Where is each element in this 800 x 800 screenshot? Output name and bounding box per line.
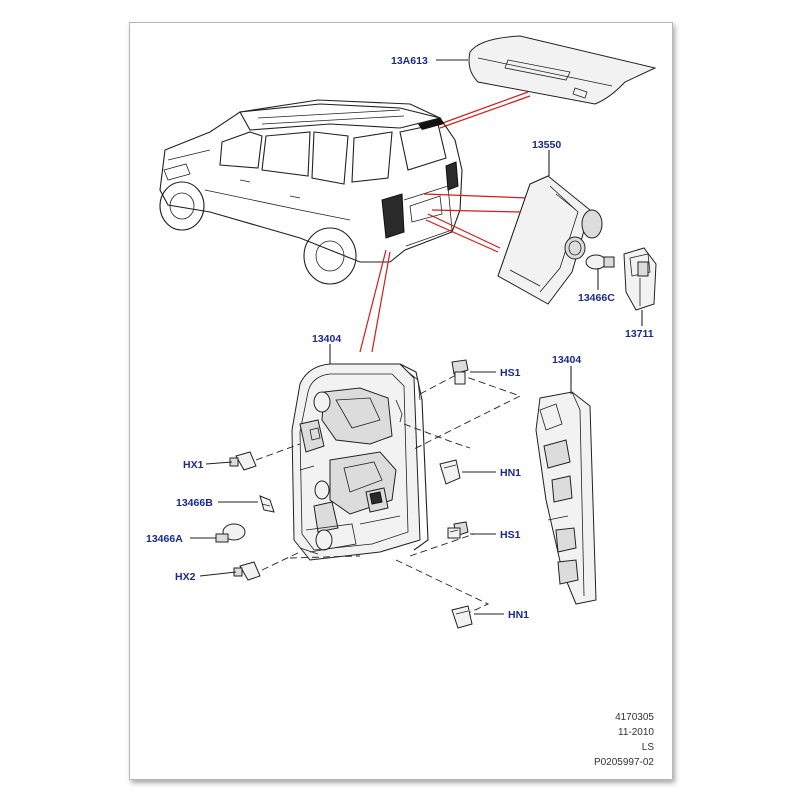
label-13466A: 13466A [146, 533, 183, 545]
label-13404-right: 13404 [552, 354, 581, 366]
label-13404-left: 13404 [312, 333, 341, 345]
callout-line-plate-c [427, 213, 501, 249]
dash-hs1-top [419, 373, 459, 395]
nut-hn1-bottom [451, 605, 473, 629]
bulb-holder-13711 [623, 247, 657, 311]
leader-hx2 [199, 571, 237, 577]
nut-hn1-mid [439, 459, 461, 485]
plate-lamp-housing [497, 175, 603, 305]
label-hn1-bottom: HN1 [508, 609, 529, 621]
footer-drawing-number: P0205997-02 [593, 757, 654, 768]
clip-hx1 [229, 451, 257, 471]
callout-line-plate-b [431, 209, 521, 213]
dash-hn1-bottom [395, 559, 490, 617]
bulb-13466A [215, 523, 246, 543]
dash-hs1-low [409, 533, 475, 557]
dash-hx2 [261, 551, 301, 571]
callout-line-plate-d [425, 219, 499, 253]
callout-line-taillamp-b [371, 251, 391, 353]
clip-hx2 [233, 561, 261, 581]
tail-lamp-assembly-side-view [535, 391, 597, 605]
footer-ref-number: 4170305 [615, 712, 654, 723]
label-hx1: HX1 [183, 459, 204, 471]
callout-line-stoplamp-a [439, 91, 529, 125]
tail-lamp-assembly-rear-view [291, 363, 429, 561]
label-13711: 13711 [625, 328, 654, 340]
high-mount-stop-lamp [468, 35, 657, 105]
dash-hn1-mid [403, 423, 471, 449]
callout-line-stoplamp-b [439, 95, 531, 129]
dash-base [289, 555, 361, 559]
leader-hx1 [205, 461, 233, 465]
screw-hs1-top [451, 359, 469, 385]
label-hs1-low: HS1 [500, 529, 521, 541]
footer-date: 11-2010 [618, 727, 654, 738]
callout-line-plate-a [423, 193, 529, 199]
screw-hs1-low [447, 521, 469, 539]
callout-line-taillamp-a [359, 249, 387, 353]
label-13466C: 13466C [578, 292, 615, 304]
label-hx2: HX2 [175, 571, 196, 583]
label-13550: 13550 [532, 139, 561, 151]
label-13A613: 13A613 [391, 55, 428, 67]
footer-code: LS [641, 742, 654, 753]
label-hn1-mid: HN1 [500, 467, 521, 479]
dash-hs1-to-lamp [411, 373, 522, 451]
vehicle-illustration [159, 99, 463, 285]
label-13466B: 13466B [176, 497, 213, 509]
bulb-13466C [585, 254, 615, 270]
bulb-13466B [259, 495, 275, 513]
label-hs1-top: HS1 [500, 367, 521, 379]
dash-hx1 [255, 443, 301, 461]
